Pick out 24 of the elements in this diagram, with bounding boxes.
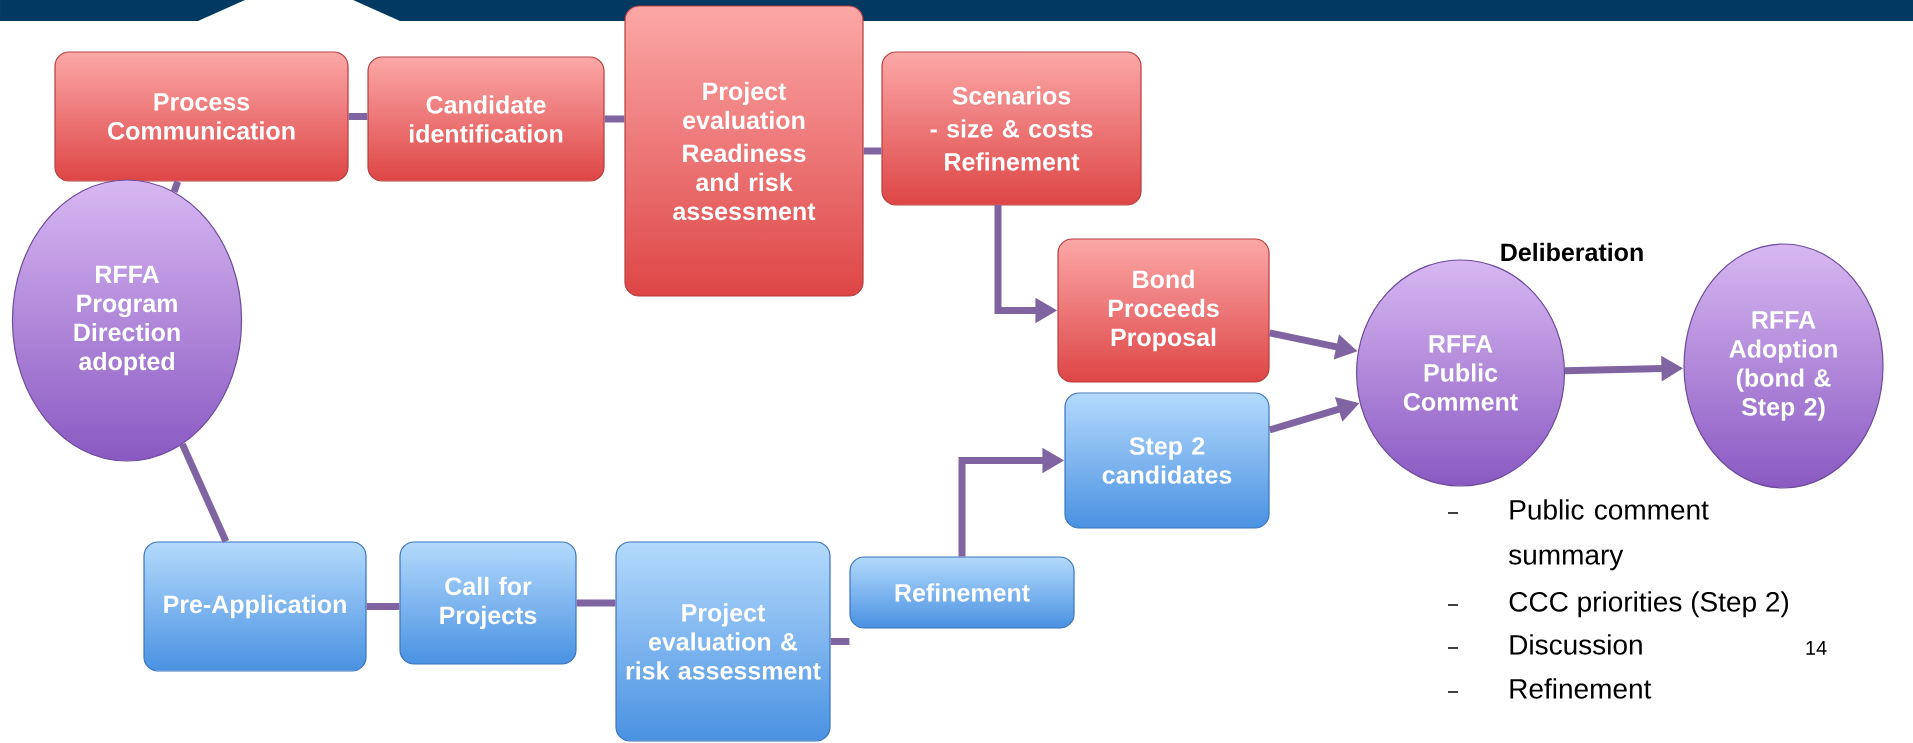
stage-label: Deliberation (1501, 242, 1643, 262)
connector-line (179, 442, 230, 543)
connector-line (604, 115, 625, 123)
list-item: CCC priorities (Step 2) (1509, 591, 1789, 618)
process-box: Refinement (849, 556, 1075, 629)
process-box: Project evaluation Readiness and risk assessment (624, 5, 864, 297)
page-number: 14 (1806, 641, 1827, 655)
process-box: Project evaluation & risk assessment (615, 541, 831, 742)
list-item: Discussion (1510, 634, 1642, 655)
process-box: Candidate identification (367, 56, 605, 182)
connector-line (576, 599, 616, 607)
connector-line (366, 603, 400, 610)
list-item: Refinement (1510, 678, 1652, 699)
process-box: Pre-Application (143, 541, 367, 672)
process-box: Scenarios - size & costs Refinement (881, 51, 1142, 206)
process-box: Step 2 candidates (1064, 392, 1270, 529)
list-item: Public comment summary (1509, 499, 1709, 571)
connector-line (348, 113, 368, 120)
process-box: Bond Proceeds Proposal (1057, 238, 1270, 383)
connector-line (830, 638, 850, 645)
connector-line (863, 147, 882, 155)
process-box: Process Communication (54, 51, 349, 182)
connector-line (170, 180, 182, 193)
process-box: Call for Projects (399, 541, 577, 665)
